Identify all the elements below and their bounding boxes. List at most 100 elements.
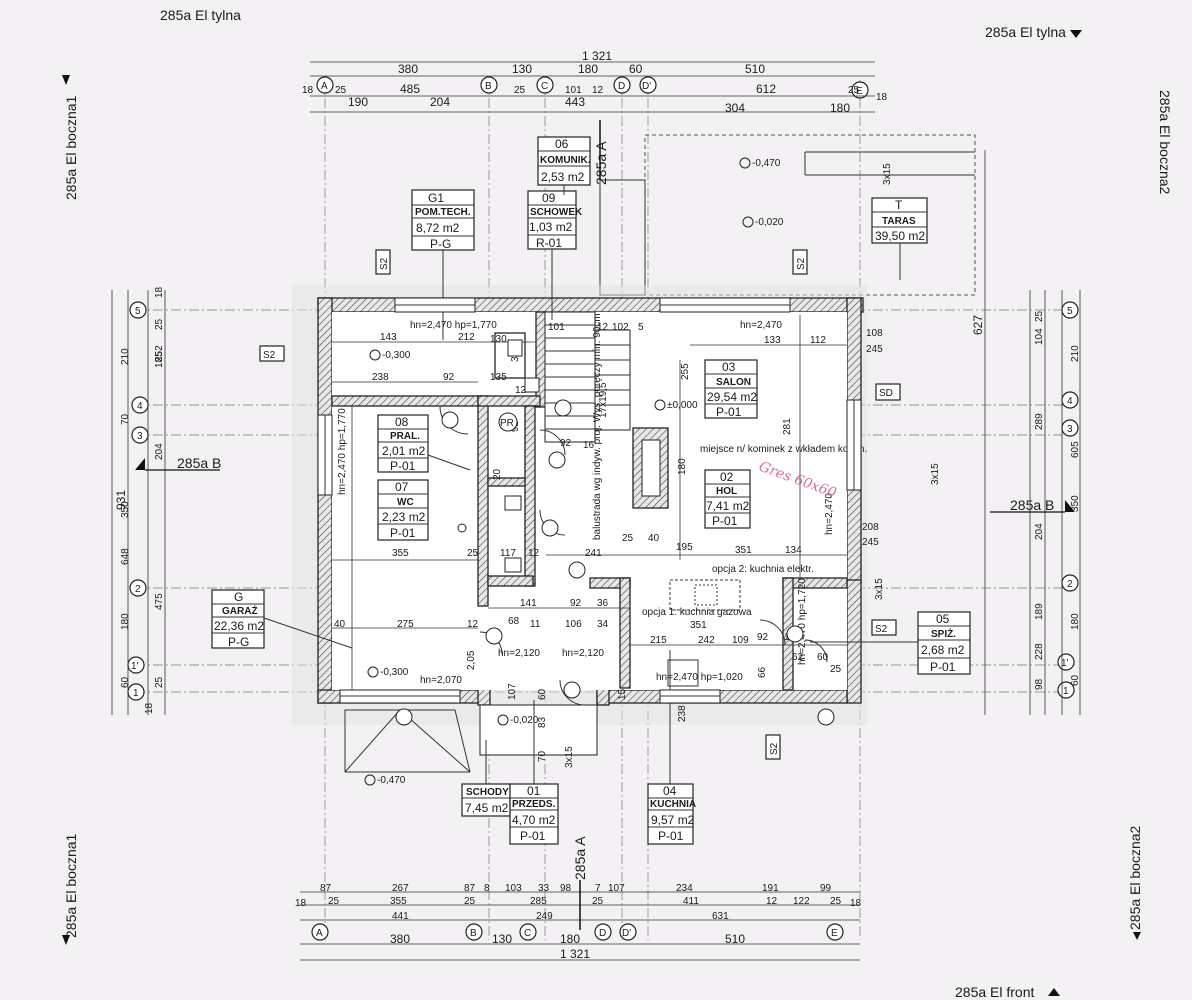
arrow-icon: [62, 935, 70, 945]
wall-tag: S2: [263, 350, 276, 361]
room-area: 29,54 m2: [707, 390, 757, 404]
dim-text: 98: [560, 883, 572, 894]
room-label-pralnia: 08 PRAL. 2,01 m2 P-01: [377, 414, 429, 473]
height-text: hn=2,470 hp=1,770: [410, 320, 497, 331]
room-label-taras: T TARAS 39,50 m2: [871, 197, 928, 244]
dim-text: 16: [583, 440, 595, 451]
height-text: hn=2,470 hp=1,720: [797, 578, 808, 665]
dim-text: 180: [578, 62, 598, 76]
axis-label: 5: [1067, 306, 1073, 317]
room-area: 7,41 m2: [706, 499, 750, 513]
dim-text: 60: [537, 688, 548, 700]
elevation-label-bottom-right: 285a El front: [955, 984, 1034, 1000]
room-area: 9,57 m2: [651, 813, 695, 827]
room-label-wc: 07 WC 2,23 m2 P-01: [377, 479, 429, 541]
axis-label: C: [541, 81, 548, 92]
room-area: 2,53 m2: [541, 170, 585, 184]
axis-label: 3: [137, 431, 143, 442]
level-text: -0,300: [382, 350, 411, 361]
dim-text: 190: [348, 95, 368, 109]
dim-text: 12: [467, 619, 479, 630]
dim-text: 275: [397, 619, 414, 630]
dim-text: 117: [500, 548, 516, 559]
dim-text: 204: [154, 443, 165, 460]
room-label-komunik: 06 KOMUNIK. 2,53 m2: [537, 136, 591, 186]
dim-text: 12: [597, 322, 609, 333]
dimension-right: 627 210 605 350 180 60 104 289 204 189 2…: [971, 150, 1081, 715]
room-floor: R-01: [536, 236, 562, 250]
dim-text: 141: [520, 598, 537, 609]
section-label: 285a A: [572, 836, 588, 880]
room-label-schody: SCHODY 7,45 m2: [461, 783, 511, 817]
dim-text: 441: [392, 911, 409, 922]
room-name: KOMUNIK.: [540, 155, 591, 166]
room-label-garaz: G GARAŻ 22,36 m2 P-G: [211, 589, 265, 649]
staircase: [544, 311, 631, 443]
room-label-hol: 02 HOL 7,41 m2 P-01: [704, 469, 751, 529]
dim-text: 627: [971, 315, 985, 335]
elevation-label-left-top: 285a El boczna1: [63, 95, 79, 200]
room-name: SCHOWEK: [530, 207, 583, 218]
dim-text: 443: [565, 95, 585, 109]
arrow-icon: [1070, 30, 1082, 38]
dimension-left: 931 210 70 350 648 180 60 18 185 252 204…: [111, 286, 166, 715]
section-label: 285a B: [1010, 497, 1054, 513]
wall-tag: S2: [769, 742, 780, 755]
room-area: 4,70 m2: [512, 813, 556, 827]
dim-text: 355: [390, 896, 407, 907]
axis-label: 1': [131, 661, 139, 672]
room-name: POM.TECH.: [415, 207, 471, 218]
dim-text: 285: [530, 896, 547, 907]
dim-text: 92: [443, 372, 455, 383]
dim-text: 108: [866, 328, 883, 339]
dim-text: 18: [302, 85, 314, 96]
dim-text: 106: [565, 619, 582, 630]
axis-label: 1: [1063, 686, 1069, 697]
room-label-schowek: 09 SCHOWEK 1,03 m2 R-01: [527, 190, 583, 250]
dim-text: 8: [484, 883, 490, 894]
dim-text: 475: [154, 593, 165, 610]
room-floor: P-01: [390, 459, 416, 473]
dim-text: 130: [492, 932, 512, 946]
room-label-spizarnia: 05 SPIŻ. 2,68 m2 P-01: [917, 611, 971, 675]
dim-text: 204: [1034, 523, 1045, 540]
room-area: 7,45 m2: [465, 801, 509, 815]
dim-text: 12: [528, 548, 540, 559]
dim-text: 33: [538, 883, 550, 894]
dim-text: 238: [677, 705, 688, 722]
dim-text: 122: [793, 896, 810, 907]
dim-text: 12: [766, 896, 778, 907]
room-number: 06: [555, 137, 569, 151]
dim-text: 92: [757, 632, 769, 643]
dim-text: 25: [154, 676, 165, 688]
dim-text: 5: [638, 322, 644, 333]
dim-text: 380: [398, 62, 418, 76]
kitchen-counter: [667, 579, 741, 687]
dim-text: 60: [120, 676, 131, 688]
dim-text: 87: [320, 883, 332, 894]
dim-text: 605: [1070, 441, 1081, 458]
dim-text: 485: [400, 82, 420, 96]
room-area: 2,68 m2: [921, 643, 965, 657]
axis-label: 4: [137, 401, 143, 412]
wall-tag: S2: [379, 257, 390, 270]
section-markers: 285a A 285a A 285a B 285a B: [135, 120, 1075, 930]
room-floor: P-01: [390, 526, 416, 540]
room-area: 2,23 m2: [382, 510, 426, 524]
room-label-pom-tech: G1 POM.TECH. 8,72 m2 P-G: [411, 189, 475, 251]
axis-label: 2: [135, 584, 141, 595]
dim-text: 15: [617, 688, 628, 700]
dim-text: 255: [680, 363, 691, 380]
level-marks: -0,470 -0,020 -0,300 ±0,000 -0,300 -0,02…: [364, 157, 784, 786]
height-annotations: hn=2,470 hp=1,770 hn=2,470 hn=2,470 hp=1…: [337, 320, 835, 686]
dim-text: 180: [677, 458, 688, 475]
axis-label: 5: [135, 306, 141, 317]
dim-text: 351: [690, 620, 707, 631]
room-floor: P-G: [228, 635, 249, 649]
level-text: -0,300: [380, 667, 409, 678]
arrow-icon: [62, 75, 70, 85]
height-text: hn=2,470: [824, 493, 835, 535]
height-text: hn=2,470 hp=1,770: [337, 408, 348, 495]
note-stairs: 17x19,5: [598, 382, 609, 418]
